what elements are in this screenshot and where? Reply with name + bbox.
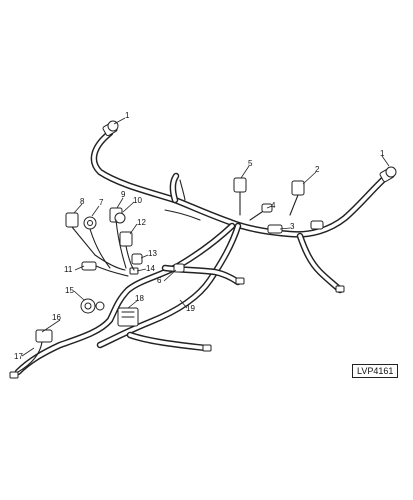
connector-16 — [35, 329, 53, 343]
callout-6: 6 — [157, 276, 162, 285]
connector-3 — [267, 220, 324, 234]
connector-5 — [233, 177, 247, 216]
callout-14: 14 — [146, 264, 155, 273]
connector-9-10 — [109, 207, 126, 224]
callout-1-left: 1 — [125, 111, 130, 120]
connector-7 — [83, 216, 97, 230]
leader-lines — [21, 117, 390, 357]
callout-11: 11 — [64, 265, 73, 274]
callout-10: 10 — [133, 196, 142, 205]
callout-1-right: 1 — [380, 149, 385, 158]
module-18 — [117, 307, 139, 327]
callout-4: 4 — [271, 201, 276, 210]
connector-1-right — [379, 166, 397, 183]
callout-2: 2 — [315, 165, 320, 174]
callout-18: 18 — [135, 294, 144, 303]
connector-6 — [173, 263, 245, 285]
connector-end-right — [202, 285, 345, 352]
connector-4 — [249, 203, 273, 221]
connector-1-left — [102, 120, 119, 137]
connector-2 — [289, 180, 305, 216]
main-harness — [14, 129, 389, 376]
callout-7: 7 — [99, 198, 104, 207]
callout-17: 17 — [14, 352, 23, 361]
callout-9: 9 — [121, 190, 126, 199]
callout-8: 8 — [80, 197, 85, 206]
callout-15: 15 — [65, 286, 74, 295]
callout-3: 3 — [290, 222, 295, 231]
connector-11 — [81, 261, 97, 271]
callout-5: 5 — [248, 159, 253, 168]
callout-13: 13 — [148, 249, 157, 258]
callout-12: 12 — [137, 218, 146, 227]
callout-19: 19 — [186, 304, 195, 313]
callout-labels: 1 1 2 3 4 5 6 7 8 9 10 11 12 13 14 15 16… — [14, 111, 385, 361]
reference-code-label: LVP4161 — [352, 364, 399, 378]
connector-17 — [9, 371, 19, 379]
callout-16: 16 — [52, 313, 61, 322]
connector-8 — [65, 212, 96, 256]
connector-13-14 — [129, 253, 143, 275]
branch-wires — [17, 179, 201, 373]
grommet-15 — [80, 298, 105, 314]
